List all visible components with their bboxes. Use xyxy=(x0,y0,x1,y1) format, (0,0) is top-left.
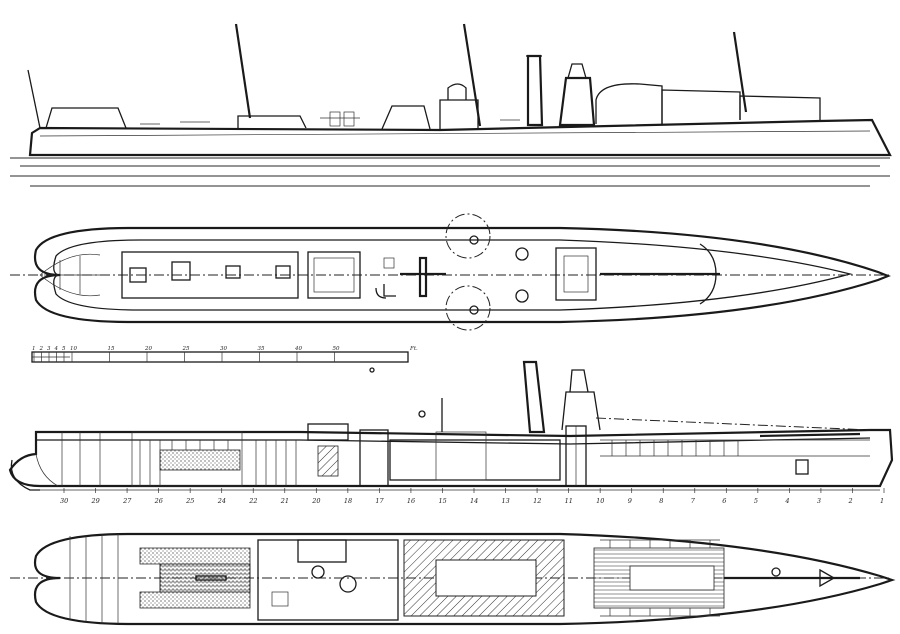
scale-tick-label: 40 xyxy=(294,346,302,352)
frame-number: 22 xyxy=(248,497,257,505)
scale-bar-frame xyxy=(31,351,409,363)
frame-number: 7 xyxy=(691,497,696,505)
frame-number: 4 xyxy=(784,497,789,505)
frame-number: 25 xyxy=(185,497,194,505)
frame-number: 3 xyxy=(817,497,821,505)
frame-number: 14 xyxy=(470,497,478,505)
mast-aft xyxy=(234,23,252,119)
scale-tick-label: 35 xyxy=(258,346,265,352)
scale-tick-label: 2 xyxy=(39,346,44,352)
frame-number: 17 xyxy=(375,497,384,505)
tube-sweep-port xyxy=(445,213,491,259)
frame-number: 9 xyxy=(628,497,632,505)
scale-tick-label: 30 xyxy=(220,346,227,352)
frame-number: 30 xyxy=(60,497,68,505)
frame-number: 11 xyxy=(565,497,573,505)
frame-number: 18 xyxy=(344,497,352,505)
frame-number: 6 xyxy=(722,497,726,505)
scale-tick-label: 15 xyxy=(108,346,115,352)
flagstaff xyxy=(27,69,41,129)
mast-main xyxy=(462,23,482,127)
frame-number: 27 xyxy=(122,497,132,505)
frame-number: 12 xyxy=(533,497,541,505)
frame-number: 1 xyxy=(880,497,884,505)
scale-tick-label: 25 xyxy=(182,346,190,352)
frame-number: 20 xyxy=(311,497,320,505)
scale-tick-label: 3 xyxy=(47,346,51,352)
frame-number: 10 xyxy=(596,497,604,505)
deck-plan xyxy=(10,213,891,331)
frame-number: 15 xyxy=(438,497,446,505)
scale-tick-label: 4 xyxy=(54,346,59,352)
frame-number: 16 xyxy=(407,497,415,505)
frame-number: 21 xyxy=(280,497,289,505)
frame-number: 26 xyxy=(154,497,163,505)
scale-tick-label: 5 xyxy=(62,346,66,352)
scale-unit: Ft. xyxy=(409,346,418,352)
lower-deck-plan xyxy=(10,532,896,626)
funnel-aft xyxy=(526,54,544,127)
outboard-profile xyxy=(10,23,892,187)
frame-number: 24 xyxy=(217,497,226,505)
funnel-fore xyxy=(558,76,596,127)
frame-number: 2 xyxy=(847,497,852,505)
scale-tick-label: 20 xyxy=(144,346,152,352)
mast-fore xyxy=(732,31,748,113)
frame-number: 5 xyxy=(754,497,758,505)
scale-tick-label: 50 xyxy=(333,346,340,352)
scale-tick-label: 10 xyxy=(70,346,77,352)
tube-sweep-starboard xyxy=(445,285,491,331)
scale-tick-label: 1 xyxy=(32,346,36,352)
frame-number: 13 xyxy=(502,497,510,505)
frame-number: 8 xyxy=(659,497,663,505)
frame-number: 29 xyxy=(91,497,100,505)
